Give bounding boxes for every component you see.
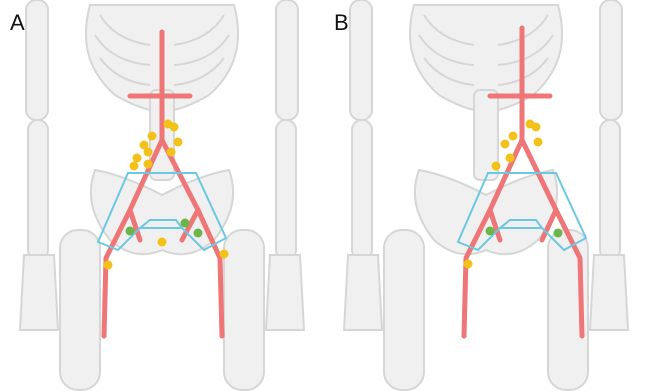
humerus-left-a [26, 0, 48, 120]
node-yellow [501, 140, 510, 149]
diagram-b [324, 0, 648, 391]
node-yellow [509, 132, 518, 141]
humerus-left-b [350, 0, 372, 120]
node-yellow [144, 148, 153, 157]
node-yellow [174, 138, 183, 147]
forearm-left-b [352, 120, 372, 260]
node-yellow [130, 162, 139, 171]
node-yellow [532, 123, 541, 132]
node-green [126, 227, 135, 236]
node-yellow [104, 261, 113, 270]
forearm-left-a [28, 120, 48, 260]
panel-b: B [324, 0, 648, 391]
node-green [181, 219, 190, 228]
node-yellow [534, 138, 543, 147]
diagram-a [0, 0, 324, 391]
node-yellow [464, 260, 473, 269]
femur-left-a [60, 230, 100, 390]
node-green [486, 227, 495, 236]
forearm-right-a [276, 120, 296, 260]
node-yellow [144, 160, 153, 169]
hand-right-a [266, 255, 304, 330]
node-yellow [158, 238, 167, 247]
panel-a: A [0, 0, 324, 391]
femur-right-a [224, 230, 264, 390]
hand-right-b [590, 255, 628, 330]
humerus-right-b [600, 0, 622, 120]
femur-left-b [384, 230, 424, 390]
node-yellow [167, 148, 176, 157]
forearm-right-b [600, 120, 620, 260]
node-green [554, 229, 563, 238]
node-yellow [220, 250, 229, 259]
hand-left-b [344, 255, 382, 330]
node-yellow [492, 162, 501, 171]
skeleton-b [344, 0, 628, 390]
node-yellow [170, 123, 179, 132]
node-yellow [148, 132, 157, 141]
humerus-right-a [276, 0, 298, 120]
panel-label-b: B [334, 10, 349, 36]
node-green [194, 229, 203, 238]
node-yellow [133, 154, 142, 163]
node-yellow [506, 154, 515, 163]
hand-left-a [20, 255, 58, 330]
panel-label-a: A [10, 10, 25, 36]
